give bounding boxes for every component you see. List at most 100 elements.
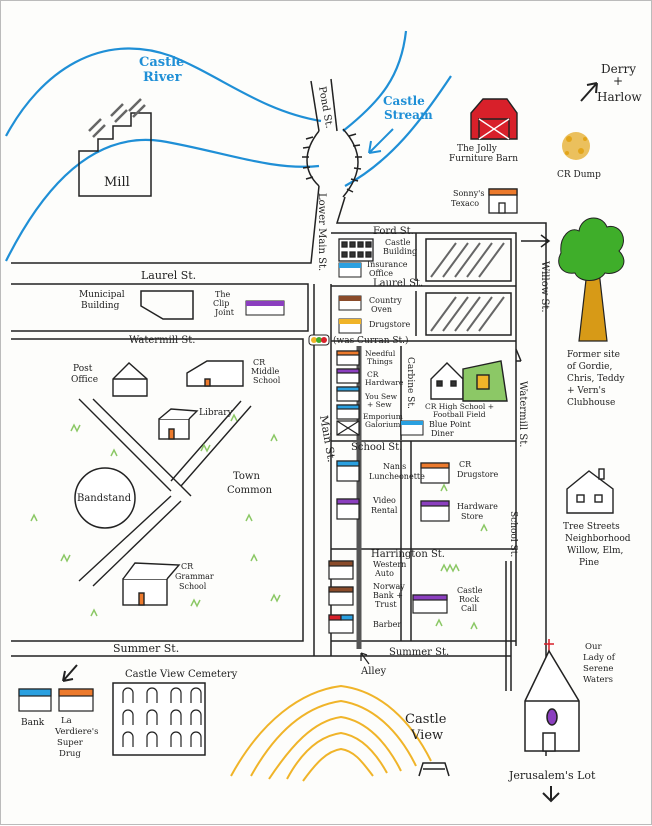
insurance-awning [339, 263, 361, 268]
grass-tufts [30, 413, 488, 630]
nans-label-2: Luncheonette [369, 472, 425, 481]
library-label: Library [199, 408, 234, 418]
hardware-store-label-2: Store [461, 512, 483, 521]
alley-arrow-icon [360, 652, 370, 665]
derry-label-1: Derry [601, 62, 636, 76]
clubhouse-label-4: + Vern's [567, 386, 606, 396]
insurance-label-1: Insurance [367, 260, 408, 269]
la-verdieres-label-3: Super [57, 738, 84, 748]
norway-bank-label-1: Norway [373, 582, 405, 591]
jolly-barn-label-2: Furniture Barn [449, 154, 518, 164]
la-verdieres-icon [58, 688, 94, 712]
church-label-1: Our [585, 642, 602, 652]
castle-rock-call-label-2: Rock [459, 595, 479, 604]
street-was-curran: (was Curran St.) [333, 335, 409, 346]
nans-label-1: Nan's [383, 462, 406, 471]
derry-arrow-icon [580, 82, 598, 102]
derry-label-2: + [613, 74, 623, 88]
street-school: School St. [351, 442, 402, 453]
castle-building-label-2: Building [383, 247, 417, 256]
high-school-label-1: CR High School + [425, 402, 494, 411]
common-paths [78, 398, 252, 587]
video-label-2: Rental [371, 506, 398, 515]
emporium-label-2: Galorium [365, 420, 400, 429]
bandstand-icon [74, 467, 136, 529]
clubhouse-label-5: Clubhouse [567, 398, 615, 408]
castle-rock-call-label-1: Castle [457, 586, 483, 595]
jerusalems-lot-label: Jerusalem's Lot [508, 769, 596, 782]
cemetery-headstones [122, 687, 202, 747]
town-common-label-2: Common [227, 485, 273, 496]
library-icon [158, 408, 199, 440]
jolly-barn-label-1: The Jolly [457, 144, 498, 154]
castle-stream [342, 30, 452, 187]
tree-streets-label-3: Willow, Elm, [567, 546, 623, 556]
cr-dump-label: CR Dump [557, 170, 601, 180]
grammar-school-label-2: Grammar [175, 572, 214, 581]
texaco-label-1: Sonny's [453, 189, 484, 198]
church-label-4: Waters [583, 675, 613, 685]
stream-label-1: Castle [383, 94, 425, 108]
clip-joint-label-2: Clip [213, 299, 229, 308]
post-office-label-1: Post [73, 364, 93, 374]
clubhouse-label-1: Former site [567, 350, 620, 360]
church-label-3: Serene [583, 664, 613, 674]
clip-joint-awning [246, 301, 284, 306]
needful-label-2: Things [367, 357, 393, 366]
emporium-label-1: Emporium [363, 412, 403, 421]
derry-label-3: Harlow [597, 90, 642, 104]
castle-rock-call-label-3: Call [461, 604, 477, 613]
bridge-west [302, 130, 320, 187]
clubhouse-label-3: Chris, Teddy [567, 374, 625, 384]
la-verdieres-label-4: Drug [59, 749, 81, 759]
barber-label: Barber [373, 620, 401, 629]
you-sew-label-1: You Sew [364, 392, 398, 401]
cr-hardware-label-1: CR [367, 370, 379, 379]
needful-label-1: Needful [365, 349, 396, 358]
castle-river [5, 47, 322, 262]
blue-point-awning [401, 421, 423, 425]
grammar-school-label-3: School [179, 582, 207, 591]
cr-dump-icon [562, 132, 590, 160]
insurance-label-2: Office [369, 269, 393, 278]
stream-label-2: Stream [384, 108, 433, 122]
municipal-label-1: Municipal [79, 290, 125, 300]
post-office-label-2: Office [71, 375, 98, 385]
street-summer-east: Summer St. [389, 647, 449, 658]
grammar-school-label-1: CR [181, 562, 194, 571]
shop-row [336, 350, 360, 436]
street-summer-west: Summer St. [113, 642, 179, 655]
castle-view-tower-icon [418, 762, 450, 777]
church-label-2: Lady of [583, 653, 616, 663]
mill-label: Mill [104, 175, 130, 190]
la-verdieres-label-2: Verdiere's [54, 727, 98, 737]
blue-point-label-2: Diner [431, 429, 454, 438]
you-sew-label-2: + Sew [367, 400, 392, 409]
middle-school-label-3: School [253, 376, 281, 385]
street-watermill-east: Watermill St. [517, 381, 528, 447]
street-school-vertical: School St. [508, 511, 518, 557]
norway-bank-label-2: Bank + [373, 591, 403, 600]
hatched-lot [425, 238, 512, 282]
street-main: Main St. [317, 414, 338, 463]
street-pond: Pond St. [316, 86, 334, 130]
cemetery-label: Castle View Cemetery [125, 669, 238, 680]
high-school-icon [430, 360, 508, 402]
castle-building-label-1: Castle [385, 238, 411, 247]
cr-hardware-label-2: Hardware [365, 378, 404, 387]
video-label-1: Video [372, 496, 396, 505]
castle-view-label-2: View [410, 728, 443, 743]
tree-streets-label-2: Neighborhood [565, 534, 631, 544]
stream-arrow-icon [368, 128, 394, 154]
street-laurel-east: Laurel St. [373, 278, 423, 289]
cr-drugstore-label-2: Drugstore [457, 470, 498, 479]
southwest-arrow-icon [62, 664, 78, 682]
bridge-east [342, 128, 362, 198]
clubhouse-tree-icon [558, 217, 625, 342]
grammar-school-icon [122, 562, 181, 606]
river-label-1: Castle [139, 55, 184, 70]
tree-streets-label-1: Tree Streets [563, 522, 620, 532]
street-alley: Alley [360, 666, 387, 677]
municipal-label-2: Building [81, 301, 120, 311]
